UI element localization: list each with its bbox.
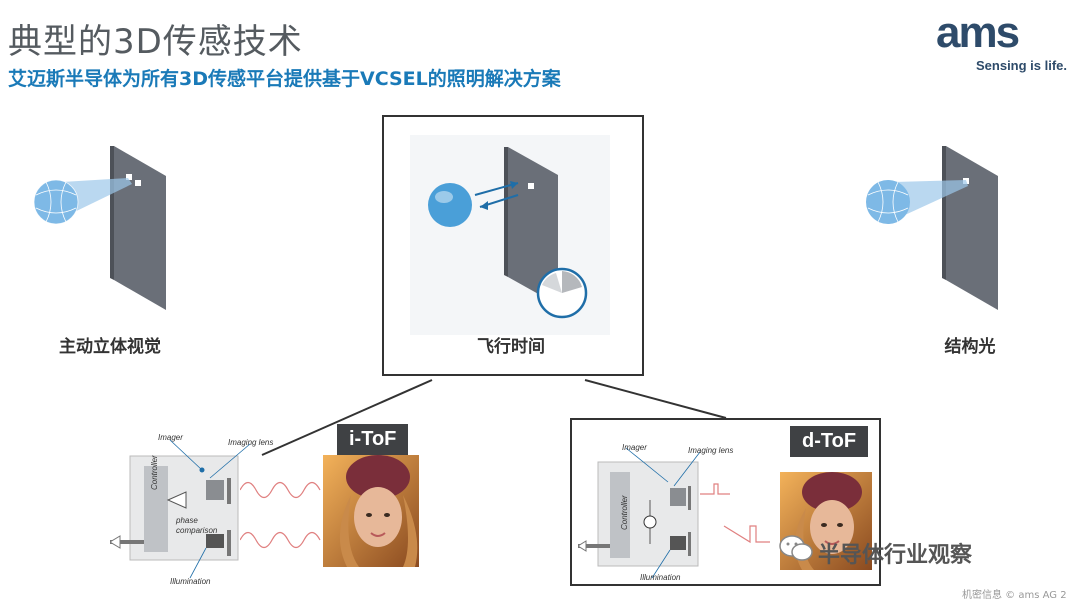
- dtof-imager-label: Imager: [622, 443, 647, 452]
- copyright-notice: 机密信息 © ams AG 2: [962, 590, 1067, 601]
- dtof-tag: d-ToF: [790, 426, 869, 457]
- itof-illumination-label: Illumination: [170, 577, 211, 586]
- itof-portrait-photo: [323, 455, 419, 567]
- stereo-vision-illustration: [33, 146, 166, 310]
- structured-light-illustration: [866, 146, 998, 310]
- label-active-stereo: 主动立体视觉: [59, 337, 161, 357]
- label-structured-light: 结构光: [944, 337, 996, 357]
- itof-diagram: [110, 439, 251, 579]
- dtof-illumination-label: Illumination: [640, 573, 681, 582]
- ams-logo: ams: [936, 8, 1020, 57]
- itof-lens-label: Imaging lens: [228, 438, 274, 447]
- itof-phase-label-1: phase: [176, 516, 198, 525]
- logo-tagline: Sensing is life.: [976, 58, 1068, 73]
- tof-frame: [382, 115, 644, 376]
- dtof-controller-label: Controller: [620, 495, 629, 530]
- itof-controller-label: Controller: [150, 455, 159, 490]
- dtof-diagram: [578, 447, 701, 579]
- tof-illustration: [410, 135, 610, 335]
- slide-title: 典型的3D传感技术: [8, 22, 303, 62]
- dtof-pulses: [700, 483, 770, 544]
- dtof-lens-label: Imaging lens: [688, 446, 734, 455]
- label-time-of-flight: 飞行时间: [477, 337, 545, 357]
- dtof-frame: [570, 418, 881, 586]
- itof-waves: [240, 481, 321, 549]
- itof-tag: i-ToF: [337, 424, 409, 455]
- itof-imager-label: Imager: [158, 433, 183, 442]
- slide-subtitle: 艾迈斯半导体为所有3D传感平台提供基于VCSEL的照明解决方案: [8, 68, 561, 90]
- itof-phase-label-2: comparison: [176, 526, 218, 535]
- watermark-text: 半导体行业观察: [818, 543, 973, 568]
- wechat-icon: [779, 535, 813, 561]
